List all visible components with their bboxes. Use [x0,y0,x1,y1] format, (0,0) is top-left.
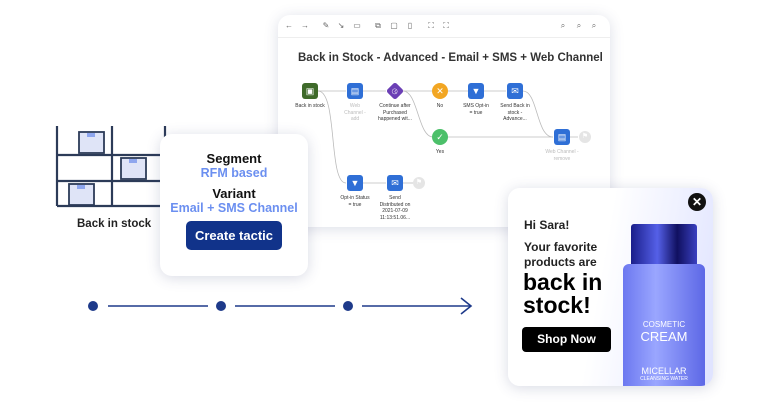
product-text: CREAM [640,329,688,344]
end-node-icon: ⚑ [579,131,591,143]
node-label: Back in stock [295,103,325,109]
node-label: SMS Opt-in = true [463,103,489,116]
node-label: Web Channel - remove [545,149,579,162]
copy-icon[interactable]: ⧉ [375,21,381,30]
sms-node[interactable]: ✉ [507,83,523,99]
workflow-connectors [317,90,578,184]
zoom-out-icon[interactable]: ⌕ [591,21,597,30]
shelf-illustration [55,126,170,208]
zoom-in-icon[interactable]: ⌕ [576,21,582,30]
shop-now-button[interactable]: Shop Now [522,327,611,352]
back-in-stock-popup: COSMETIC CREAM MICELLAR CLEANSING WATER … [508,188,713,386]
node-label: Continue after Purchased happened wit... [378,103,412,122]
comment-icon[interactable]: ▭ [353,21,361,30]
node-label: No [436,103,444,109]
timeline-step [88,301,98,311]
zoom-fit-icon[interactable]: ⌕ [560,21,566,30]
redo-icon[interactable]: → [301,21,309,30]
workflow-toolbar: ← → ✎ ↘ ▭ ⧉ ▢ ▯ ⛶ ⛶ ⌕ ⌕ ⌕ [278,15,610,38]
node-label: Send Back in stock - Advance... [500,103,530,122]
pencil-icon[interactable]: ✎ [322,21,330,30]
end-node-icon: ⚑ [413,177,425,189]
delete-icon[interactable]: ▯ [407,21,413,30]
node-label: Opt-in Status = true [340,195,370,208]
timeline-step [216,301,226,311]
node-label: Send Distributed on 2021-07-09 11:13:51.… [379,195,411,221]
shelf-label: Back in stock [77,218,152,230]
node-label: Web Channel - add [344,103,366,122]
progress-timeline [88,297,473,315]
no-branch-icon[interactable]: ✕ [432,83,448,99]
start-node[interactable]: ▣ [302,83,318,99]
paste-icon[interactable]: ▢ [390,21,398,30]
segment-value: RFM based [200,166,268,180]
undo-icon[interactable]: ← [285,21,293,30]
product-text: MICELLAR [641,366,687,376]
node-label: Yes [435,149,445,155]
close-icon[interactable]: ✕ [688,193,706,211]
segment-label: Segment [206,151,262,166]
send-node[interactable]: ✉ [387,175,403,191]
filter-node[interactable]: ▼ [347,175,363,191]
product-text: CLEANSING WATER [640,376,688,382]
connector-icon[interactable]: ↘ [337,21,345,30]
create-tactic-button[interactable]: Create tactic [185,221,283,250]
variant-value: Email + SMS Channel [170,201,298,215]
popup-headline: back in stock! [523,269,603,318]
web-channel-remove-node[interactable]: ▤ [554,129,570,145]
yes-branch-icon[interactable]: ✓ [432,129,448,145]
workflow-title: Back in Stock - Advanced - Email + SMS +… [298,52,603,64]
filter-node[interactable]: ▼ [468,83,484,99]
product-bottle-image: COSMETIC CREAM MICELLAR CLEANSING WATER [623,224,705,386]
product-text: COSMETIC [642,320,686,329]
tactic-card: Segment RFM based Variant Email + SMS Ch… [160,134,308,276]
popup-greeting: Hi Sara! [524,218,570,232]
fit-icon[interactable]: ⛶ [428,21,434,30]
expand-icon[interactable]: ⛶ [443,21,449,30]
web-channel-add-node[interactable]: ▤ [347,83,363,99]
popup-subtext: Your favorite products are [524,240,598,269]
variant-label: Variant [212,186,256,201]
timeline-step [343,301,353,311]
